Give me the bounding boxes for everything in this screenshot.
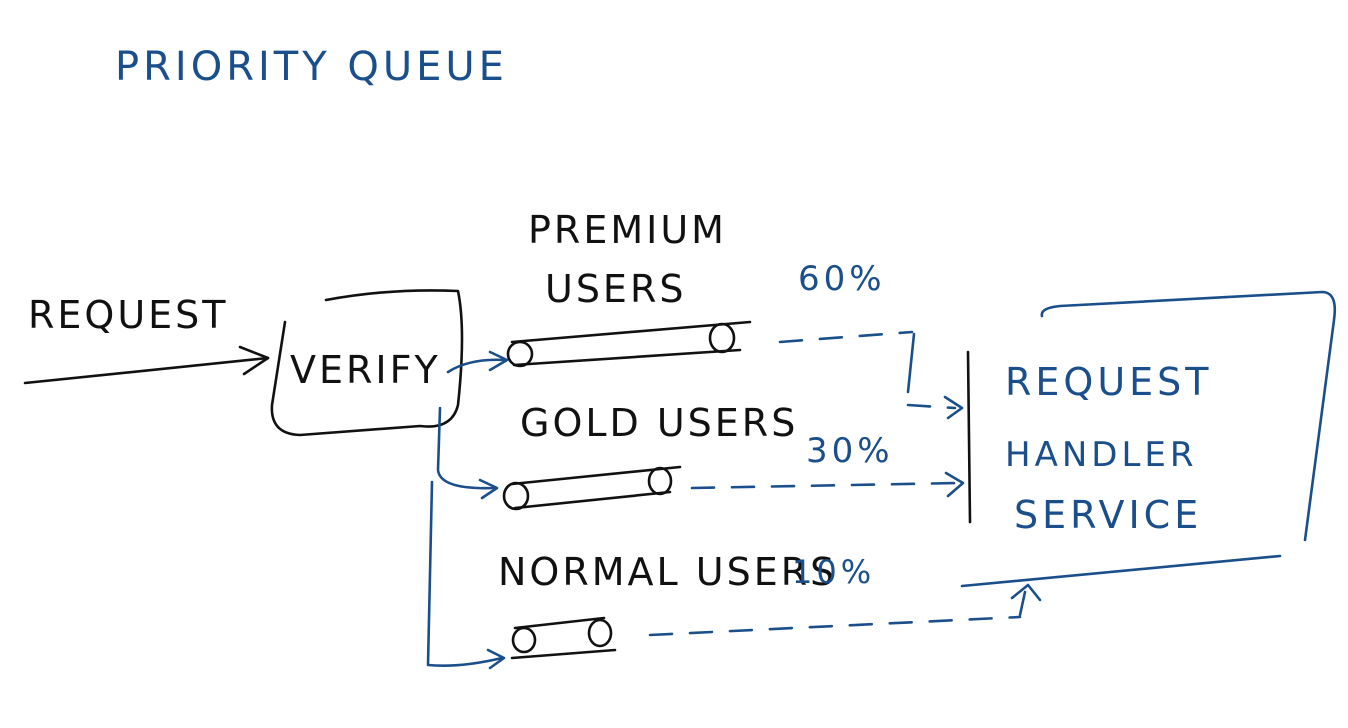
premium-share-label: 60% <box>798 259 886 299</box>
normal-share-label: 10% <box>792 553 875 591</box>
handler-service-box <box>1040 290 1337 542</box>
premium-label-line2: USERS <box>545 267 686 311</box>
premium-to-handler-arrow <box>778 330 964 420</box>
normal-to-handler-arrow <box>648 583 1042 637</box>
gold-share-label: 30% <box>806 431 894 471</box>
premium-queue-cylinder <box>506 320 752 368</box>
handler-label-line1: REQUEST <box>1005 360 1212 404</box>
gold-label: GOLD USERS <box>520 401 798 445</box>
verify-label: VERIFY <box>290 348 441 392</box>
request-arrow <box>23 345 270 385</box>
normal-queue-cylinder <box>510 616 617 660</box>
normal-label: NORMAL USERS <box>498 550 837 594</box>
handler-label-line2: HANDLER <box>1005 435 1198 475</box>
handler-label-line3: SERVICE <box>1014 493 1202 537</box>
fanout-lines <box>426 350 509 670</box>
diagram-title: PRIORITY QUEUE <box>115 44 508 90</box>
gold-to-handler-arrow <box>690 471 965 498</box>
gold-queue-cylinder <box>502 465 682 511</box>
premium-label-line1: PREMIUM <box>528 208 727 252</box>
verify-box <box>270 289 464 437</box>
request-label: REQUEST <box>28 293 228 337</box>
